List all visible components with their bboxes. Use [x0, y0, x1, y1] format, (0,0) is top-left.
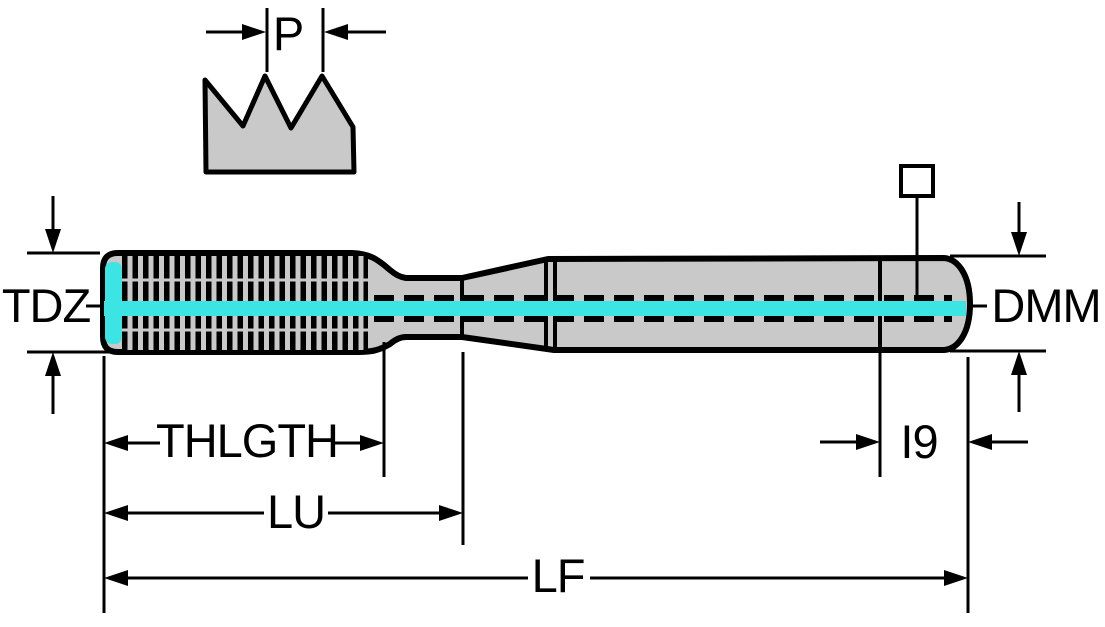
thread-hatch-lower [122, 316, 368, 350]
thread-profile-shape [202, 73, 357, 175]
lu-arrowhead-left [104, 505, 128, 521]
dmm-arrowhead-bottom [1011, 351, 1027, 375]
lf-label: LF [532, 549, 585, 602]
thlgth-arrowhead-left [104, 435, 128, 451]
pitch-arrowhead-left [242, 24, 266, 40]
thread-profile-detail: P [202, 7, 386, 175]
tap-body [100, 164, 973, 355]
lu-arrowhead-right [439, 505, 463, 521]
lu-label: LU [267, 485, 325, 538]
tdz-arrowhead-top [45, 229, 61, 253]
thlgth-arrowhead-right [360, 435, 384, 451]
i9-arrowhead-right [968, 434, 992, 450]
centerline-highlight [104, 301, 966, 316]
dmm-arrowhead-top [1011, 232, 1027, 256]
lf-dimension: LF [104, 549, 968, 602]
i9-dimension: I9 [820, 351, 1028, 477]
thlgth-dimension: THLGTH [104, 414, 384, 467]
thlgth-label: THLGTH [156, 414, 338, 467]
square-symbol-icon [899, 164, 935, 198]
tdz-label: TDZ [2, 279, 91, 332]
i9-arrowhead-left [856, 434, 880, 450]
lf-arrowhead-left [104, 570, 128, 586]
tdz-dimension: TDZ [2, 196, 116, 414]
pitch-label: P [273, 7, 303, 60]
lf-arrowhead-right [944, 570, 968, 586]
dmm-dimension: DMM [950, 202, 1102, 412]
dmm-label: DMM [991, 279, 1100, 332]
tdz-arrowhead-bottom [45, 352, 61, 376]
pitch-arrowhead-right [324, 24, 348, 40]
lu-dimension: LU [104, 485, 463, 538]
i9-label: I9 [900, 415, 937, 468]
